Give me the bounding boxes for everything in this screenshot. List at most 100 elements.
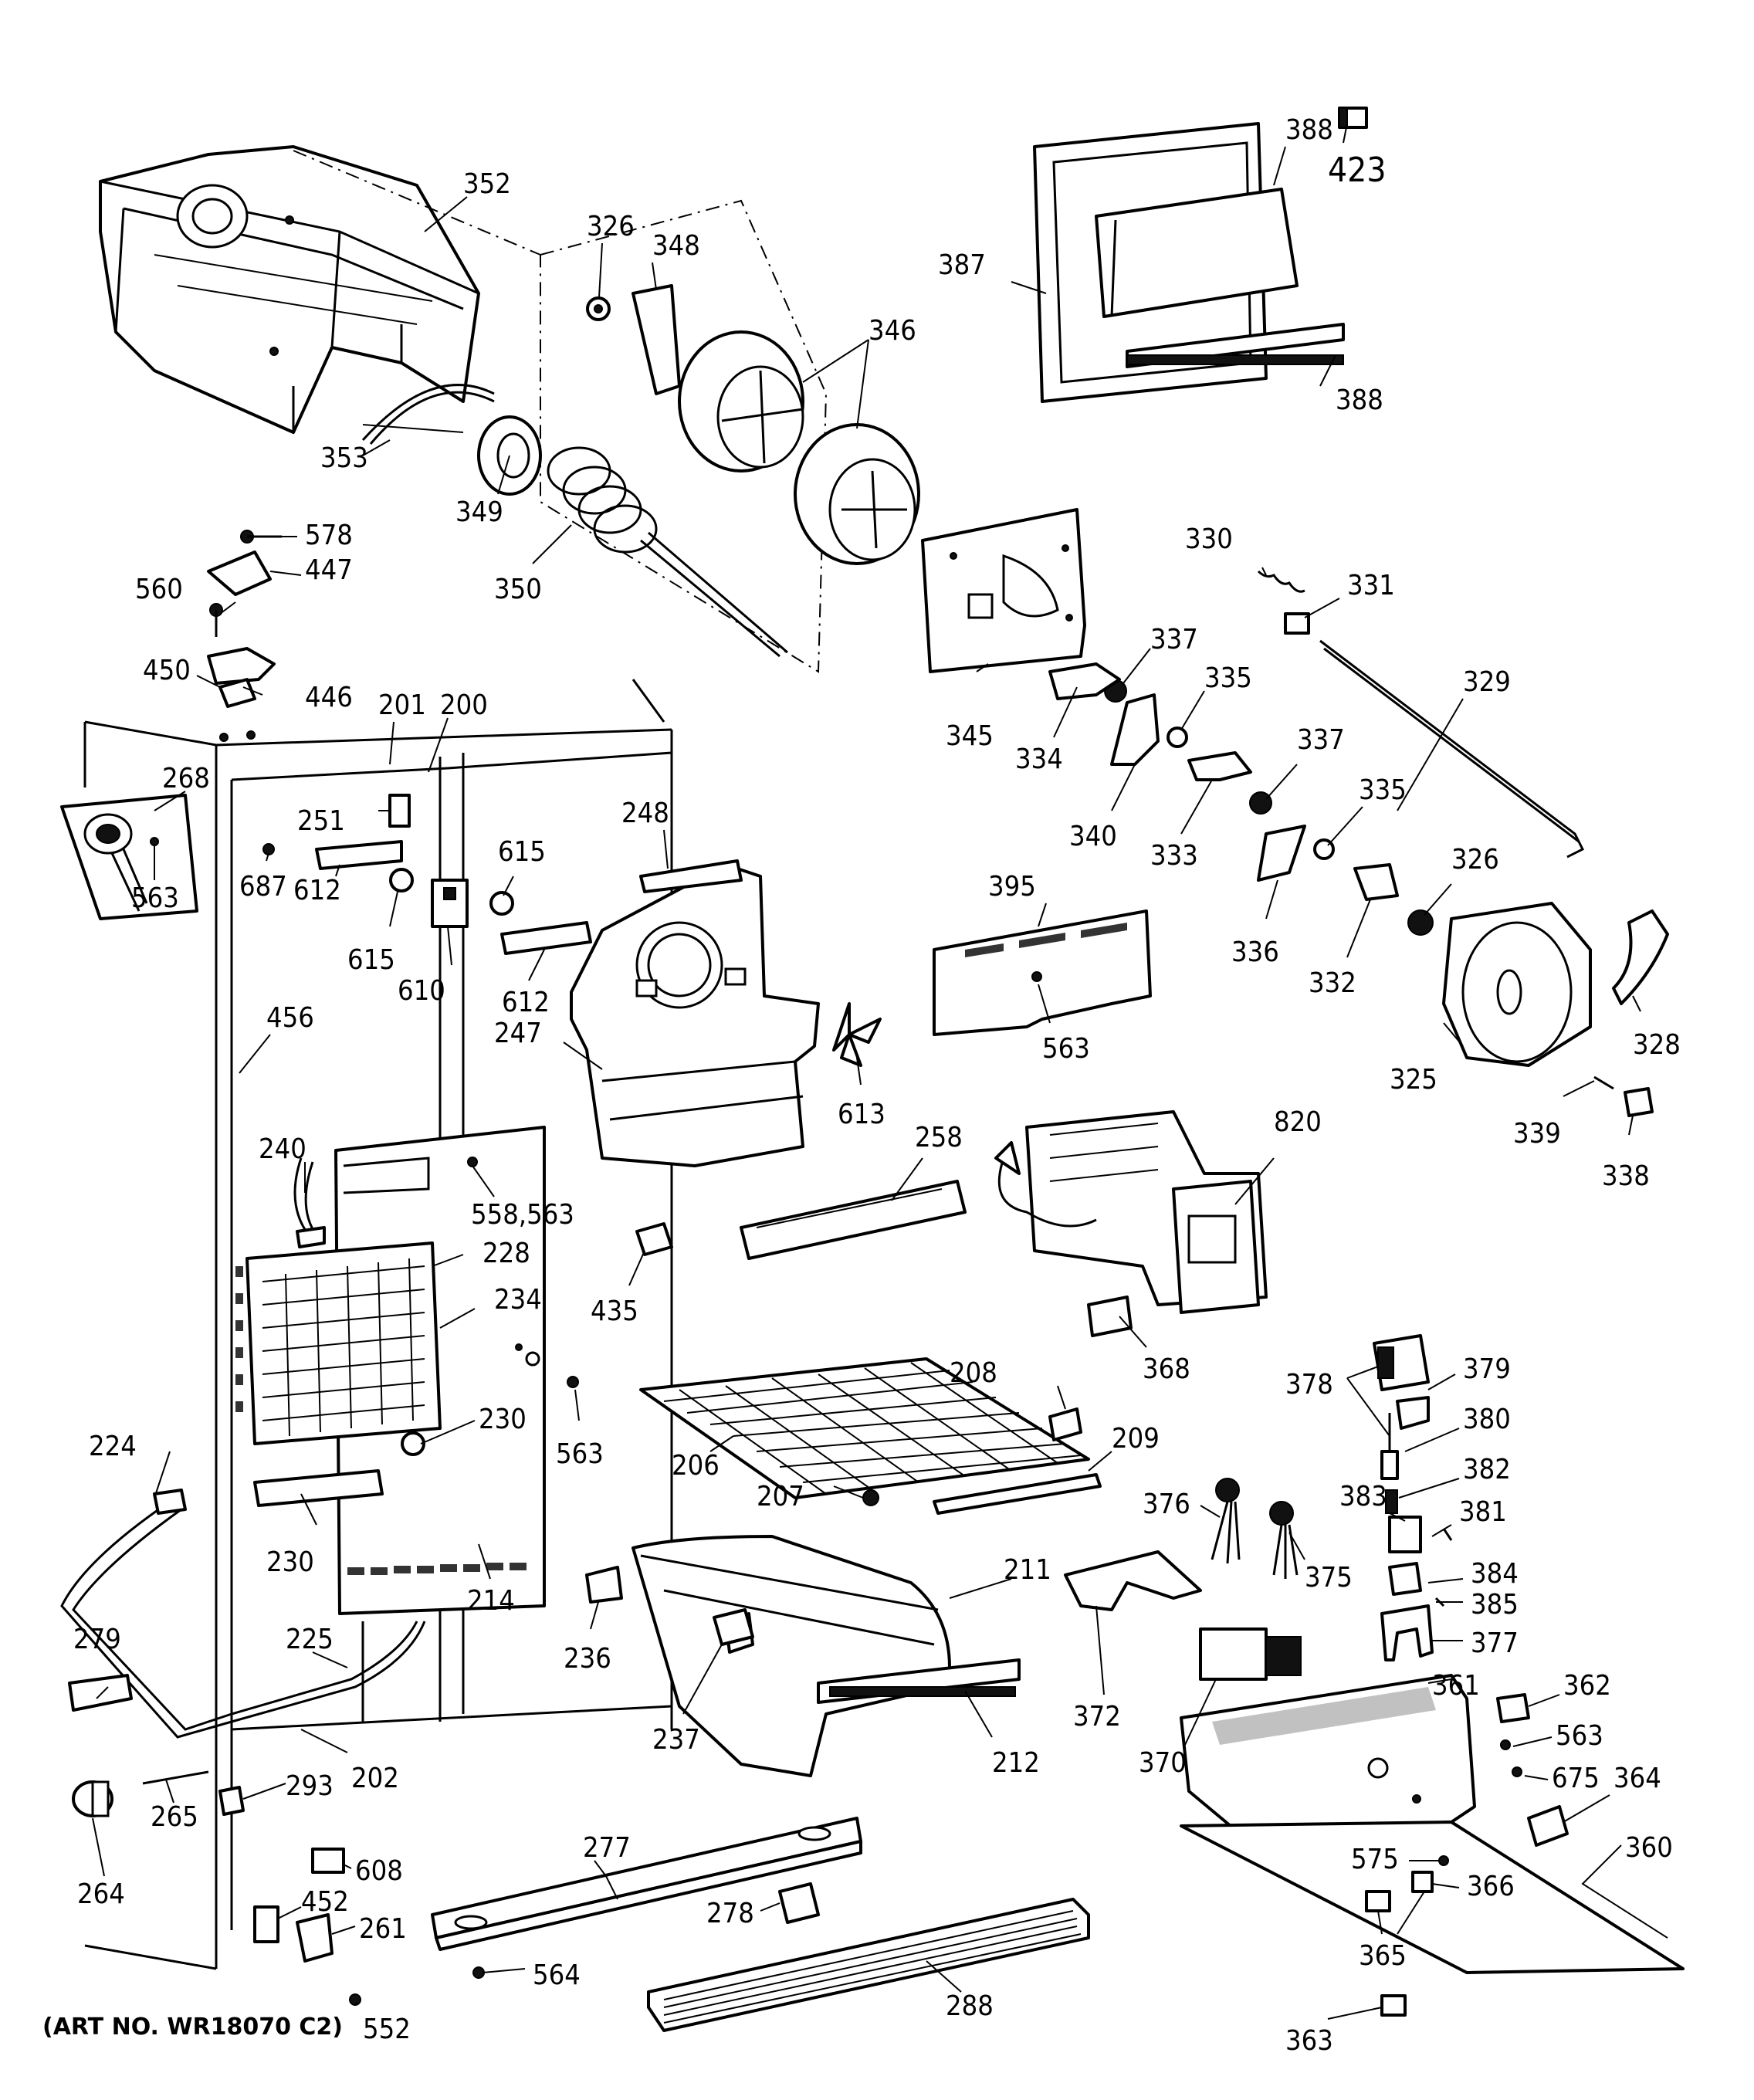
callout-208: 208 (950, 1357, 997, 1389)
gear-part (1187, 751, 1252, 781)
callout-446: 446 (305, 682, 353, 713)
duct-tube-part (740, 1180, 967, 1260)
wire-shelf-part (639, 1357, 1090, 1499)
callout-435: 435 (591, 1296, 638, 1327)
fan-shroud-part (570, 859, 820, 1167)
bushing-part (1249, 791, 1272, 815)
callout-558-563: 558,563 (471, 1199, 574, 1231)
heater-clip-part (401, 1431, 425, 1456)
callout-248: 248 (621, 798, 669, 829)
callout-612-a: 612 (293, 875, 341, 906)
callout-370: 370 (1139, 1747, 1187, 1779)
evaporator-coil-part (235, 1241, 442, 1445)
screw-part (1438, 1855, 1449, 1866)
foot-part (1380, 1994, 1407, 2017)
callout-329: 329 (1463, 666, 1511, 698)
callout-350: 350 (494, 574, 542, 605)
clip-part (388, 794, 411, 828)
callout-395: 395 (988, 871, 1036, 903)
callout-615-a: 615 (347, 944, 395, 976)
clip-part (1624, 1087, 1654, 1117)
screw-part (209, 603, 223, 637)
callout-456: 456 (266, 1002, 314, 1034)
leveler-part (778, 1882, 820, 1924)
gear-part (1048, 662, 1121, 700)
callout-365: 365 (1359, 1940, 1407, 1972)
callout-330: 330 (1185, 523, 1233, 555)
callout-423: 423 (1328, 151, 1387, 190)
callout-339: 339 (1513, 1118, 1561, 1150)
callout-379: 379 (1463, 1353, 1511, 1385)
clip-part (1411, 1871, 1434, 1893)
clip-part (311, 1848, 345, 1874)
callout-578: 578 (305, 520, 353, 551)
bracket-part (207, 647, 276, 685)
callout-345: 345 (946, 720, 994, 752)
auger-motor-housing-part (1442, 902, 1592, 1067)
callout-613: 613 (838, 1099, 885, 1130)
callout-251: 251 (297, 805, 345, 837)
callout-675: 675 (1552, 1763, 1600, 1794)
callout-372: 372 (1073, 1701, 1121, 1732)
washer-part (1167, 727, 1188, 748)
callout-247: 247 (494, 1018, 542, 1049)
callout-332: 332 (1309, 967, 1356, 999)
callout-207: 207 (757, 1481, 804, 1512)
callout-265: 265 (151, 1801, 198, 1833)
callout-575: 575 (1351, 1844, 1399, 1875)
clip-part (1365, 1890, 1391, 1912)
callout-353: 353 (320, 442, 368, 474)
callout-349: 349 (455, 496, 503, 528)
callout-563-d: 563 (1556, 1720, 1603, 1752)
callout-261: 261 (359, 1913, 407, 1945)
bracket-part (315, 840, 403, 870)
actuator-rod-part (1319, 639, 1585, 859)
callout-337-b: 337 (1297, 724, 1345, 756)
callout-224: 224 (89, 1431, 137, 1462)
grommet-part (489, 891, 514, 916)
callout-385: 385 (1471, 1589, 1519, 1621)
callout-230-a: 230 (479, 1404, 527, 1435)
crusher-blade-part (632, 284, 681, 395)
callout-615-b: 615 (498, 836, 546, 868)
callout-352: 352 (463, 168, 511, 200)
callout-214: 214 (467, 1585, 515, 1617)
callout-452: 452 (301, 1886, 349, 1918)
screw-part (1500, 1739, 1511, 1750)
callout-326: 326 (587, 211, 635, 242)
callout-202: 202 (351, 1763, 399, 1794)
roller-part (72, 1770, 209, 1817)
callout-381: 381 (1459, 1496, 1507, 1528)
shelf-trim-part (933, 1473, 1102, 1515)
control-housing-part (1180, 1674, 1685, 1974)
callout-363: 363 (1285, 2025, 1333, 2057)
callout-560: 560 (135, 574, 183, 605)
art-number: (ART NO. WR18070 C2) (42, 2014, 343, 2041)
callout-612-b: 612 (502, 987, 550, 1018)
callout-376: 376 (1143, 1489, 1190, 1520)
screw-part (472, 1966, 485, 1979)
switch-part (431, 879, 469, 928)
auger-spring-part (547, 446, 788, 658)
callout-236: 236 (564, 1643, 611, 1675)
relay-part (1199, 1628, 1302, 1681)
washer-part (1407, 909, 1434, 936)
fan-blade-part (832, 1002, 882, 1067)
callout-328: 328 (1633, 1029, 1681, 1061)
callout-366: 366 (1467, 1871, 1515, 1902)
callout-450: 450 (143, 655, 191, 686)
callout-228: 228 (483, 1238, 530, 1269)
callout-388-bottom: 388 (1336, 384, 1383, 416)
callout-234: 234 (494, 1284, 542, 1316)
callout-380: 380 (1463, 1404, 1511, 1435)
callout-563-c: 563 (556, 1438, 604, 1470)
callout-264: 264 (77, 1878, 125, 1910)
callout-336: 336 (1231, 937, 1279, 968)
callout-268: 268 (162, 763, 210, 794)
bracket-part (253, 1905, 279, 1943)
wire-harness-part (1211, 1478, 1299, 1579)
clip-part (218, 1786, 245, 1816)
callout-610: 610 (398, 975, 445, 1007)
callout-200: 200 (440, 689, 488, 721)
callout-288: 288 (946, 1990, 994, 2022)
